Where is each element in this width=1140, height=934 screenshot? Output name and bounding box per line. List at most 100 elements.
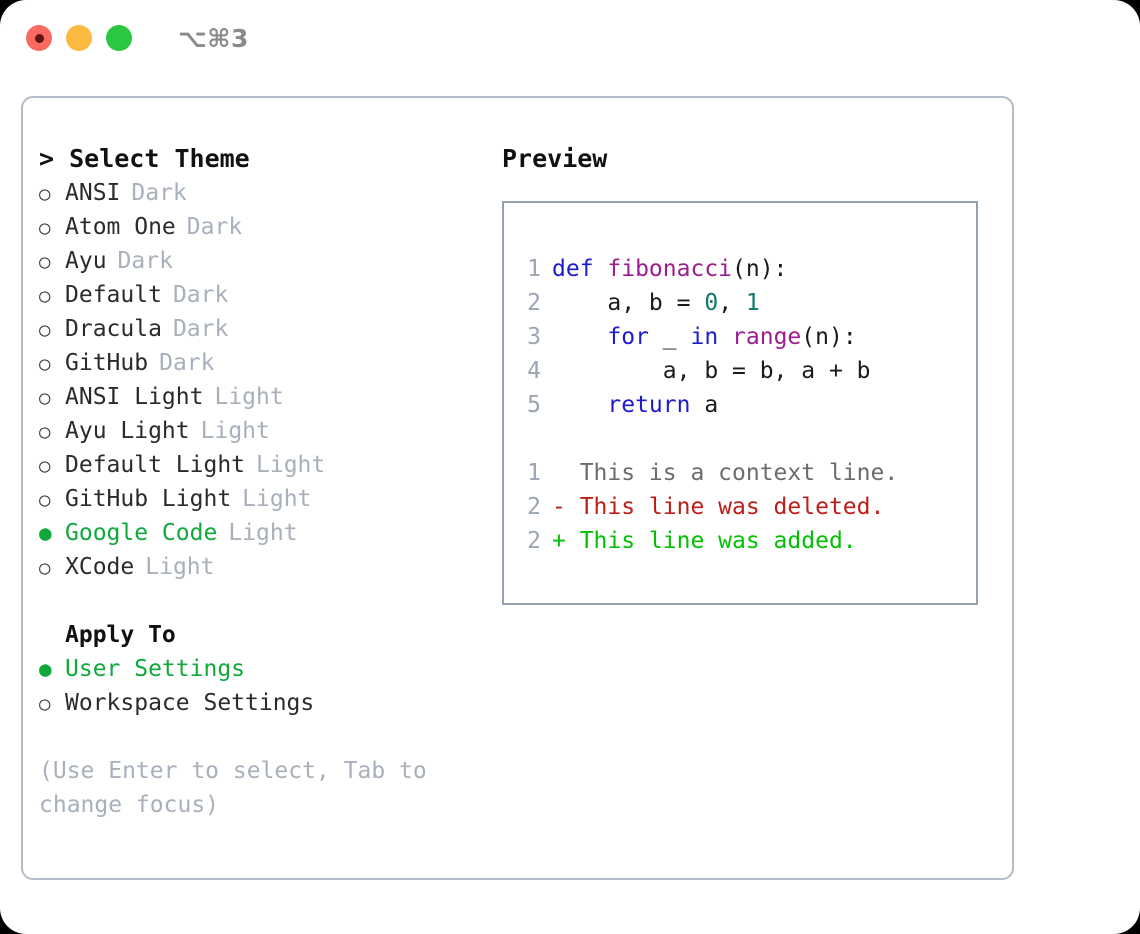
theme-variant-tag: Light xyxy=(242,486,312,512)
radio-unselected-icon[interactable]: ○ xyxy=(39,693,51,715)
theme-list-item[interactable]: ● Google Code Light xyxy=(39,516,489,550)
radio-selected-icon[interactable]: ● xyxy=(39,657,52,681)
theme-variant-tag: Light xyxy=(200,418,270,444)
code-token: def xyxy=(552,256,608,282)
code-line: 1 This is a context line. xyxy=(519,456,898,490)
code-token: range xyxy=(732,324,802,350)
radio-unselected-icon[interactable]: ○ xyxy=(39,387,51,409)
apply-to-item[interactable]: ○ Workspace Settings xyxy=(39,686,489,720)
line-number: 1 xyxy=(527,256,541,282)
theme-name-label: GitHub Light xyxy=(65,486,232,512)
theme-list-item[interactable]: ○ ANSI Dark xyxy=(39,176,489,210)
code-line: 2 a, b = 0, 1 xyxy=(519,286,898,320)
code-token: This is a context line. xyxy=(552,460,899,486)
code-token: _ xyxy=(662,324,691,350)
code-token: - This line was deleted. xyxy=(552,494,885,520)
radio-selected-icon[interactable]: ● xyxy=(39,521,52,545)
code-line: 2+ This line was added. xyxy=(519,524,898,558)
code-line: 2 - This line was deleted. xyxy=(519,490,898,524)
code-token: , xyxy=(718,290,746,316)
theme-variant-tag: Light xyxy=(228,520,298,546)
radio-unselected-icon[interactable]: ○ xyxy=(39,319,51,341)
theme-name-label: Default xyxy=(65,282,162,308)
apply-to-heading: Apply To xyxy=(65,622,176,648)
theme-list-item[interactable]: ○ Ayu Light Light xyxy=(39,414,489,448)
theme-list-item[interactable]: ○ GitHub Dark xyxy=(39,346,489,380)
code-token: for xyxy=(552,324,663,350)
radio-unselected-icon[interactable]: ○ xyxy=(39,489,51,511)
theme-variant-tag: Dark xyxy=(131,180,187,206)
line-number: 1 xyxy=(527,460,541,486)
line-number: 3 xyxy=(527,324,541,350)
theme-variant-tag: Dark xyxy=(186,214,243,240)
theme-list-item[interactable]: ○ GitHub Light Light xyxy=(39,482,489,516)
code-token: (n): xyxy=(801,324,857,350)
keyboard-hint-text: (Use Enter to select, Tab to change focu… xyxy=(39,758,441,818)
theme-name-label: Ayu Light xyxy=(65,418,190,444)
radio-unselected-icon[interactable]: ○ xyxy=(39,217,51,239)
theme-name-label: Ayu xyxy=(65,248,107,274)
theme-name-label: Atom One xyxy=(65,214,176,240)
code-token: a xyxy=(704,392,719,418)
theme-variant-tag: Dark xyxy=(159,350,215,376)
radio-unselected-icon[interactable]: ○ xyxy=(39,285,51,307)
code-token: 1 xyxy=(745,290,760,316)
list-spacer xyxy=(39,584,489,618)
code-line: 5 return a xyxy=(519,388,898,422)
preview-heading: Preview xyxy=(502,144,608,173)
theme-list-item[interactable]: ○ Ayu Dark xyxy=(39,244,489,278)
window-controls xyxy=(26,25,132,51)
line-number: 4 xyxy=(527,358,541,384)
code-line: 4 a, b = b, a + b xyxy=(519,354,898,388)
apply-to-label: Workspace Settings xyxy=(65,690,315,716)
code-token: + This line was added. xyxy=(552,528,857,554)
radio-unselected-icon[interactable]: ○ xyxy=(39,353,51,375)
theme-variant-tag: Light xyxy=(214,384,284,410)
radio-unselected-icon[interactable]: ○ xyxy=(39,183,51,205)
theme-variant-tag: Dark xyxy=(172,282,229,308)
theme-name-label: ANSI xyxy=(65,180,121,206)
maximize-button-icon[interactable] xyxy=(106,25,132,51)
apply-to-item[interactable]: ● User Settings xyxy=(39,652,489,686)
line-number: 5 xyxy=(527,392,541,418)
theme-name-label: ANSI Light xyxy=(65,384,204,410)
code-line xyxy=(519,422,898,456)
theme-list-item[interactable]: ○ Default Dark xyxy=(39,278,489,312)
keyboard-shortcut-label: ⌥⌘3 xyxy=(178,23,249,53)
minimize-button-icon[interactable] xyxy=(66,25,92,51)
code-line: 3 for _ in range(n): xyxy=(519,320,898,354)
theme-name-label: Default Light xyxy=(65,452,246,478)
close-button-icon[interactable] xyxy=(26,25,52,51)
theme-name-label: GitHub xyxy=(65,350,149,376)
radio-unselected-icon[interactable]: ○ xyxy=(39,455,51,477)
theme-variant-tag: Dark xyxy=(117,248,173,274)
theme-variant-tag: Dark xyxy=(172,316,229,342)
radio-unselected-icon[interactable]: ○ xyxy=(39,557,51,579)
code-line: 1 def fibonacci(n): xyxy=(519,252,898,286)
apply-to-label: User Settings xyxy=(65,656,246,682)
theme-list-item[interactable]: ○ Default Light Light xyxy=(39,448,489,482)
theme-name-label: Google Code xyxy=(65,520,218,546)
title-bar: ⌥⌘3 xyxy=(0,0,1140,76)
theme-list-item[interactable]: ○ ANSI Light Light xyxy=(39,380,489,414)
apply-to-list[interactable]: ● User Settings ○ Workspace Settings xyxy=(39,652,489,720)
code-token: (n): xyxy=(732,256,788,282)
radio-unselected-icon[interactable]: ○ xyxy=(39,421,51,443)
line-number: 2 xyxy=(527,494,541,520)
theme-variant-tag: Light xyxy=(145,554,215,580)
radio-unselected-icon[interactable]: ○ xyxy=(39,251,51,273)
code-token: a, b = xyxy=(552,290,705,316)
theme-variant-tag: Light xyxy=(256,452,326,478)
code-token: 0 xyxy=(704,290,719,316)
code-token: fibonacci xyxy=(607,256,733,282)
theme-list-item[interactable]: ○ Atom One Dark xyxy=(39,210,489,244)
